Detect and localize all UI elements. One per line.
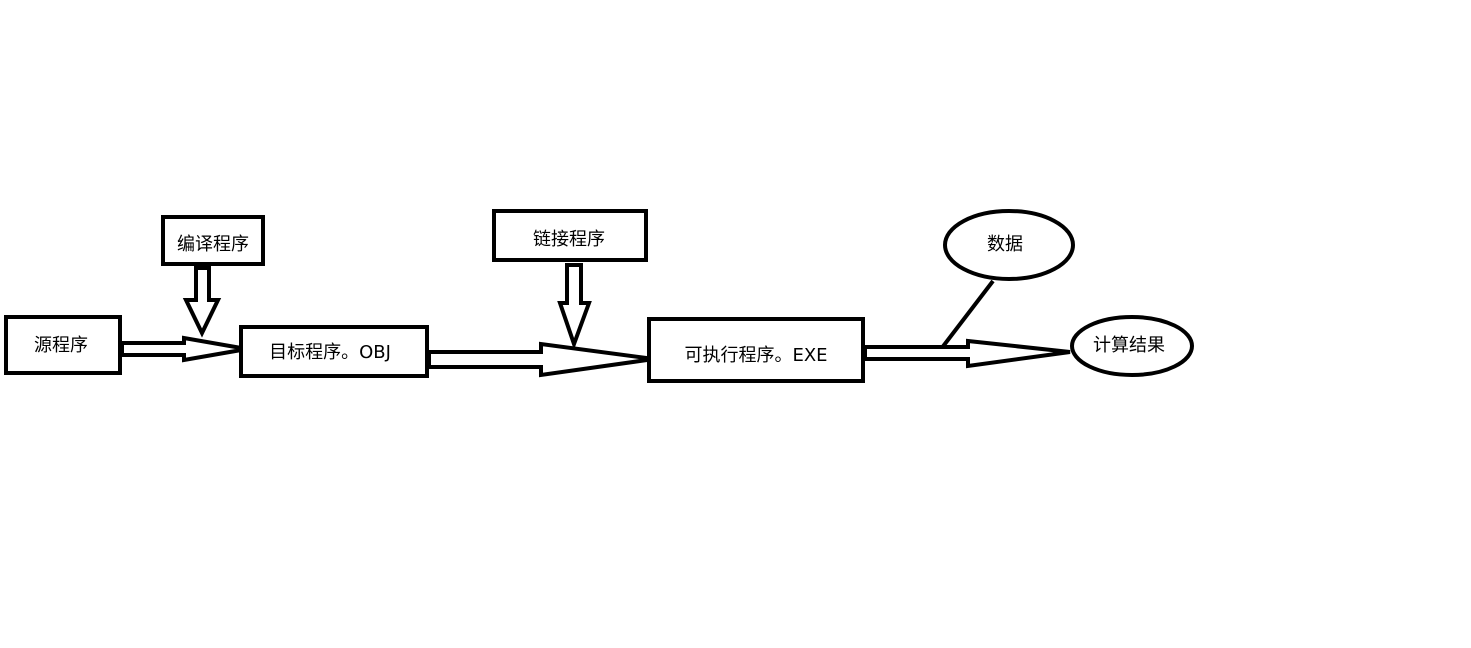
compiler-program-box bbox=[161, 215, 265, 266]
source-program-box bbox=[4, 315, 122, 375]
linker-program-node: 链接程序 bbox=[492, 209, 648, 262]
data-connector-line bbox=[939, 279, 995, 351]
compiler-program-label: 编译程序 bbox=[177, 234, 249, 255]
result-label: 计算结果 bbox=[1093, 335, 1165, 356]
object-to-executable-arrow bbox=[427, 341, 655, 378]
result-ellipse bbox=[1070, 315, 1194, 377]
source-to-object-arrow bbox=[120, 335, 248, 363]
linker-program-label: 链接程序 bbox=[533, 229, 605, 250]
executable-program-box bbox=[647, 317, 865, 383]
source-program-label: 源程序 bbox=[34, 335, 88, 356]
linker-down-arrow bbox=[557, 263, 592, 350]
result-node: 计算结果 bbox=[1070, 315, 1194, 377]
linker-program-box bbox=[492, 209, 648, 262]
executable-program-label: 可执行程序。EXE bbox=[684, 345, 827, 366]
executable-to-result-arrow bbox=[863, 338, 1071, 369]
compiler-program-node: 编译程序 bbox=[161, 215, 265, 266]
object-program-label: 目标程序。OBJ bbox=[269, 342, 391, 363]
data-node: 数据 bbox=[943, 209, 1075, 281]
data-ellipse bbox=[943, 209, 1075, 281]
executable-program-node: 可执行程序。EXE bbox=[647, 317, 865, 383]
object-program-box bbox=[239, 325, 429, 378]
data-label: 数据 bbox=[987, 234, 1023, 255]
object-program-node: 目标程序。OBJ bbox=[239, 325, 429, 378]
source-program-node: 源程序 bbox=[4, 315, 122, 375]
compiler-down-arrow bbox=[182, 266, 222, 338]
